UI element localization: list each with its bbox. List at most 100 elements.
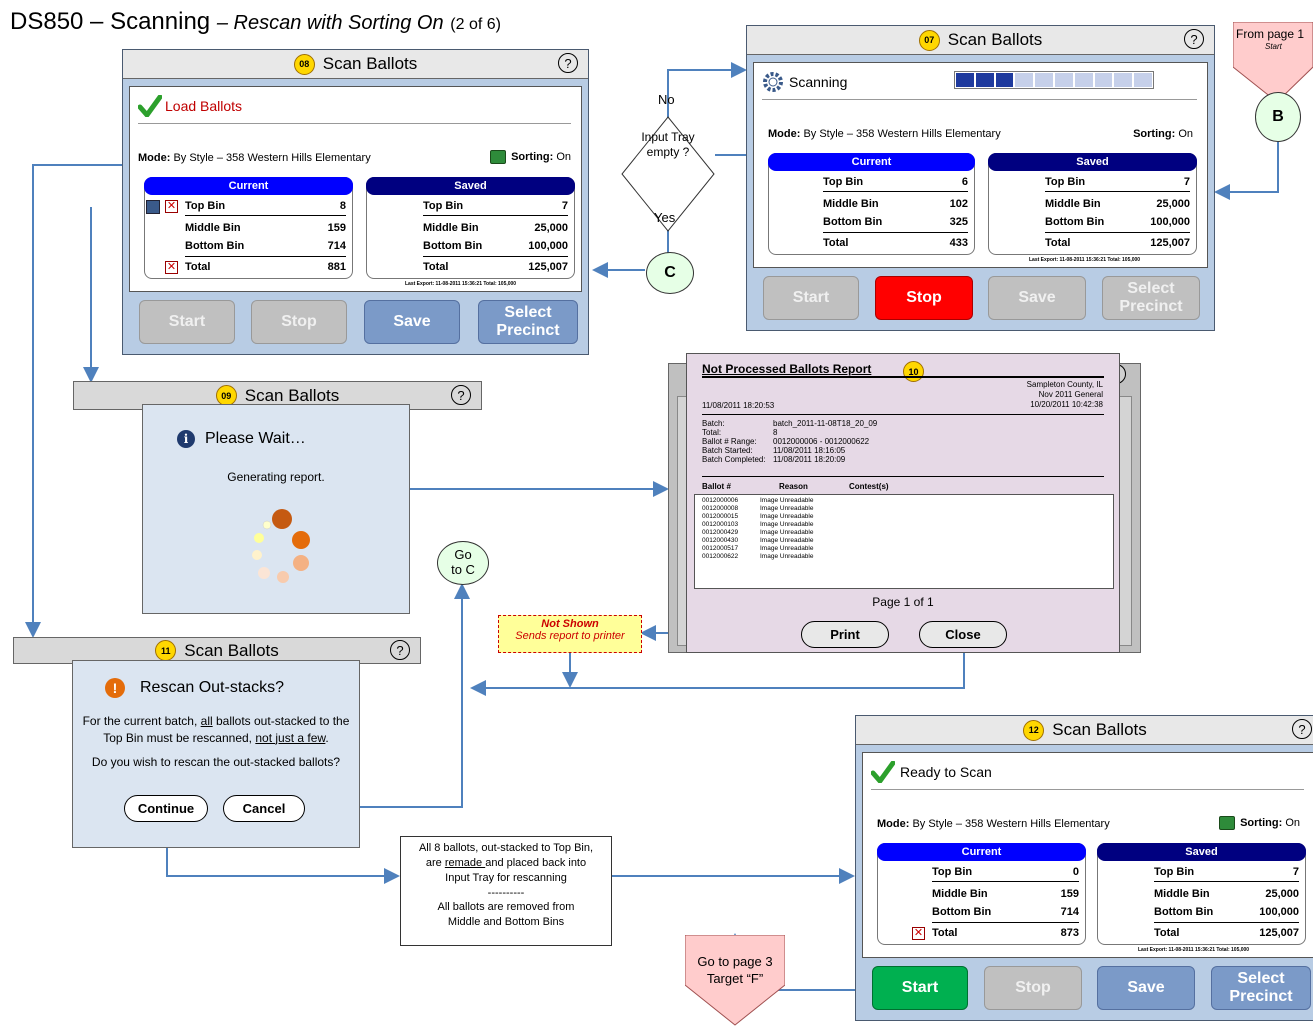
not-shown-note: Not Shown Sends report to printer (498, 615, 642, 653)
start-button[interactable]: Start (872, 966, 968, 1010)
stop-button[interactable]: Stop (875, 276, 973, 320)
note-line: Middle and Bottom Bins (447, 916, 565, 929)
save-button[interactable]: Save (1097, 966, 1195, 1010)
continue-button[interactable]: Continue (124, 795, 208, 822)
generating-text: Generating report. (227, 470, 325, 484)
row-sep (185, 215, 346, 216)
select-precinct-button[interactable]: Select Precinct (478, 300, 578, 344)
screen-12-titlebar: 12 Scan Ballots ? (856, 716, 1313, 745)
status-text: Scanning (789, 74, 848, 90)
report-row-reason: Image Unreadable (760, 529, 814, 536)
step-badge: 07 (918, 29, 940, 51)
current-header: Current (144, 177, 353, 195)
report-row-reason: Image Unreadable (760, 537, 814, 544)
start-button[interactable]: Start (763, 276, 859, 320)
row-sep (423, 256, 568, 257)
screen-title: Scan Ballots (244, 385, 340, 405)
step-badge: 10 (903, 361, 924, 382)
title-main: DS850 – Scanning (10, 8, 211, 35)
print-button[interactable]: Print (801, 621, 889, 648)
screen-title: Scan Ballots (947, 30, 1043, 49)
arrow-b-to-07 (1214, 142, 1279, 200)
help-icon[interactable]: ? (390, 640, 410, 660)
cancel-button[interactable]: Cancel (223, 795, 305, 822)
decision-text: Input Tray empty ? (641, 130, 695, 159)
screen-title: Scan Ballots (184, 640, 279, 660)
status-line: Ready to Scan (871, 761, 992, 783)
x-icon: ✕ (165, 200, 178, 213)
node-c: C (646, 252, 694, 294)
save-button[interactable]: Save (988, 276, 1086, 320)
help-icon[interactable]: ? (1184, 29, 1204, 49)
close-button[interactable]: Close (919, 621, 1007, 648)
report-row-reason: Image Unreadable (760, 521, 814, 528)
report-field-value: 0012000006 - 0012000622 (773, 437, 870, 446)
not-shown-title: Not Shown (541, 618, 599, 630)
row-sep (1045, 191, 1190, 192)
note-line: are remade and placed back into (425, 856, 587, 869)
sorting-icon (1219, 816, 1236, 830)
message-2: Do you wish to rescan the out-stacked ba… (91, 755, 341, 769)
step-badge: 08 (293, 53, 315, 75)
info-icon: i (177, 430, 195, 448)
progress-segment (995, 73, 1014, 87)
report-field-label: Batch: (702, 419, 725, 428)
x-icon: ✕ (912, 927, 925, 940)
page-title: DS850 – Scanning – Rescan with Sorting O… (10, 8, 501, 36)
save-button[interactable]: Save (364, 300, 460, 344)
report-row-ballot: 0012000517 (702, 545, 739, 552)
decision-diamond (621, 116, 715, 232)
stop-button[interactable]: Stop (984, 966, 1082, 1010)
title-sep: – (216, 12, 234, 34)
screen-title: Scan Ballots (1052, 720, 1147, 739)
stop-button[interactable]: Stop (251, 300, 347, 344)
start-button[interactable]: Start (139, 300, 235, 344)
report-field-value: batch_2011-11-08T18_20_09 (773, 419, 878, 428)
x-icon: ✕ (165, 261, 178, 274)
col-reason: Reason (779, 482, 808, 491)
help-icon[interactable]: ? (558, 53, 578, 73)
report-row-ballot: 0012000015 (702, 513, 739, 520)
screen-title: Scan Ballots (322, 54, 418, 73)
spinner-icon (252, 509, 310, 583)
goto-page3-text: Go to page 3 Target “F” (697, 954, 773, 986)
select-precinct-button[interactable]: Select Precinct (1211, 966, 1311, 1010)
col-ballot: Ballot # (702, 482, 731, 491)
row-sep (423, 215, 568, 216)
report-window: Not Processed Ballots Report 10 Sampleto… (686, 353, 1120, 653)
magnify-icon[interactable] (146, 200, 160, 214)
progress-segment (1054, 73, 1073, 87)
status-line: Load Ballots (138, 95, 242, 117)
screen-12: 12 Scan Ballots ? Ready to Scan Mode: By… (855, 715, 1313, 1021)
report-field-value: 8 (773, 428, 778, 437)
mode-line: Mode: By Style – 358 Western Hills Eleme… (138, 152, 371, 164)
help-icon[interactable]: ? (1292, 719, 1312, 739)
divider (138, 123, 571, 124)
screen-12-body: Ready to Scan Mode: By Style – 358 Weste… (862, 752, 1313, 958)
title-sub: Rescan with Sorting On (233, 12, 444, 34)
status-text: Load Ballots (165, 98, 243, 114)
sorting-icon (490, 150, 507, 164)
report-date-left: 11/08/2011 18:20:53 (702, 401, 775, 410)
select-precinct-button[interactable]: Select Precinct (1102, 276, 1200, 320)
help-icon[interactable]: ? (451, 385, 471, 405)
report-row-ballot: 0012000008 (702, 505, 739, 512)
progress-segment (956, 73, 974, 87)
mode-value: By Style – 358 Western Hills Elementary (173, 152, 371, 164)
